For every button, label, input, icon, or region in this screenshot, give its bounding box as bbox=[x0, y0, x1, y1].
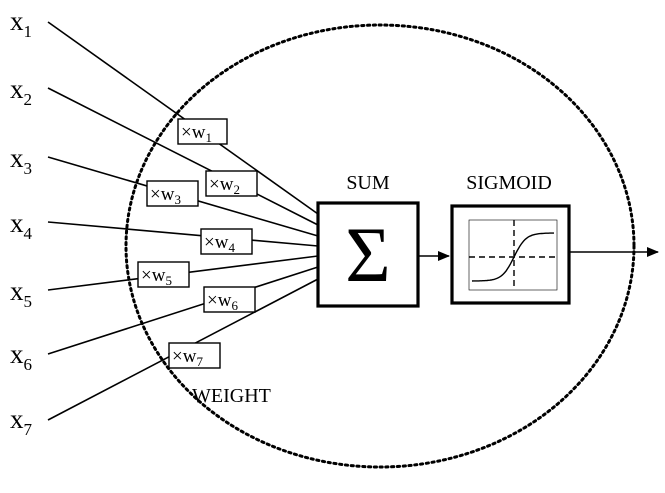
input-lines bbox=[47, 21, 319, 421]
input-label-x2: x2 bbox=[10, 74, 32, 109]
weight-text: ×w1 bbox=[181, 122, 212, 145]
input-label-x5: x5 bbox=[10, 276, 32, 311]
weight-text: ×w7 bbox=[172, 346, 203, 369]
weight-var: w bbox=[220, 174, 234, 195]
neuron-boundary bbox=[124, 23, 636, 469]
weight-box-frame bbox=[203, 286, 256, 313]
input-line-1 bbox=[47, 21, 319, 215]
weight-box-frame bbox=[205, 170, 258, 197]
weight-label: WEIGHT bbox=[192, 385, 271, 407]
input-label-x7: x7 bbox=[10, 404, 33, 439]
input-subscript: 5 bbox=[24, 292, 33, 311]
weight-var: w bbox=[192, 122, 206, 143]
input-var: x bbox=[10, 143, 24, 173]
weight-box-w1: ×w1 bbox=[177, 118, 228, 145]
input-var: x bbox=[10, 74, 24, 104]
weight-box-w6: ×w6 bbox=[203, 286, 256, 313]
input-label-x3: x3 bbox=[10, 143, 32, 178]
times-symbol: × bbox=[172, 346, 183, 367]
input-subscript: 3 bbox=[24, 159, 33, 178]
input-var: x bbox=[10, 208, 24, 238]
input-var: x bbox=[10, 6, 24, 36]
input-subscript: 7 bbox=[24, 420, 33, 439]
weight-text: ×w4 bbox=[204, 232, 235, 255]
input-var: x bbox=[10, 404, 24, 434]
weight-text: ×w5 bbox=[141, 265, 172, 288]
input-label-x6: x6 bbox=[10, 339, 32, 374]
weight-box-w5: ×w5 bbox=[137, 261, 190, 288]
input-line-2 bbox=[47, 87, 319, 226]
weight-subscript: 5 bbox=[165, 273, 172, 288]
input-subscript: 2 bbox=[24, 90, 33, 109]
weight-text: ×w6 bbox=[207, 290, 238, 313]
weight-var: w bbox=[161, 184, 175, 205]
weight-box-frame bbox=[177, 118, 228, 145]
input-var: x bbox=[10, 276, 24, 306]
times-symbol: × bbox=[204, 232, 215, 253]
weight-subscript: 4 bbox=[228, 240, 235, 255]
weight-box-frame bbox=[168, 342, 221, 369]
weight-subscript: 3 bbox=[174, 192, 181, 207]
weight-box-frame bbox=[146, 180, 199, 207]
weight-var: w bbox=[218, 290, 232, 311]
sum-label: SUM bbox=[346, 172, 390, 194]
input-label-x4: x4 bbox=[10, 208, 33, 243]
input-subscript: 4 bbox=[24, 224, 33, 243]
sigma-symbol: Σ bbox=[345, 211, 390, 298]
weight-subscript: 2 bbox=[233, 182, 240, 197]
weight-boxes: ×w1×w2×w3×w4×w5×w6×w7 bbox=[137, 118, 258, 369]
weight-subscript: 6 bbox=[231, 298, 238, 313]
weight-text: ×w3 bbox=[150, 184, 181, 207]
sigmoid-box bbox=[450, 204, 571, 305]
sigmoid-label: SIGMOID bbox=[466, 172, 552, 194]
weight-box-w2: ×w2 bbox=[205, 170, 258, 197]
input-line-6 bbox=[47, 266, 319, 355]
input-var: x bbox=[10, 339, 24, 369]
sigmoid-plot-frame bbox=[468, 219, 558, 291]
input-subscript: 6 bbox=[24, 355, 33, 374]
times-symbol: × bbox=[141, 265, 152, 286]
sum-box bbox=[316, 201, 420, 308]
input-subscript: 1 bbox=[24, 22, 33, 41]
weight-var: w bbox=[215, 232, 229, 253]
sigmoid-curve bbox=[471, 232, 554, 282]
times-symbol: × bbox=[209, 174, 220, 195]
input-line-4 bbox=[47, 221, 319, 247]
weight-box-frame bbox=[137, 261, 190, 288]
weight-box-w4: ×w4 bbox=[200, 228, 253, 255]
weight-subscript: 1 bbox=[205, 130, 212, 145]
weight-var: w bbox=[183, 346, 197, 367]
weight-var: w bbox=[152, 265, 166, 286]
weight-box-w3: ×w3 bbox=[146, 180, 199, 207]
input-label-x1: x1 bbox=[10, 6, 32, 41]
times-symbol: × bbox=[207, 290, 218, 311]
times-symbol: × bbox=[150, 184, 161, 205]
sigmoid-plot bbox=[468, 219, 558, 291]
times-symbol: × bbox=[181, 122, 192, 143]
weight-box-frame bbox=[200, 228, 253, 255]
weight-subscript: 7 bbox=[196, 354, 203, 369]
weight-box-w7: ×w7 bbox=[168, 342, 221, 369]
weight-text: ×w2 bbox=[209, 174, 240, 197]
